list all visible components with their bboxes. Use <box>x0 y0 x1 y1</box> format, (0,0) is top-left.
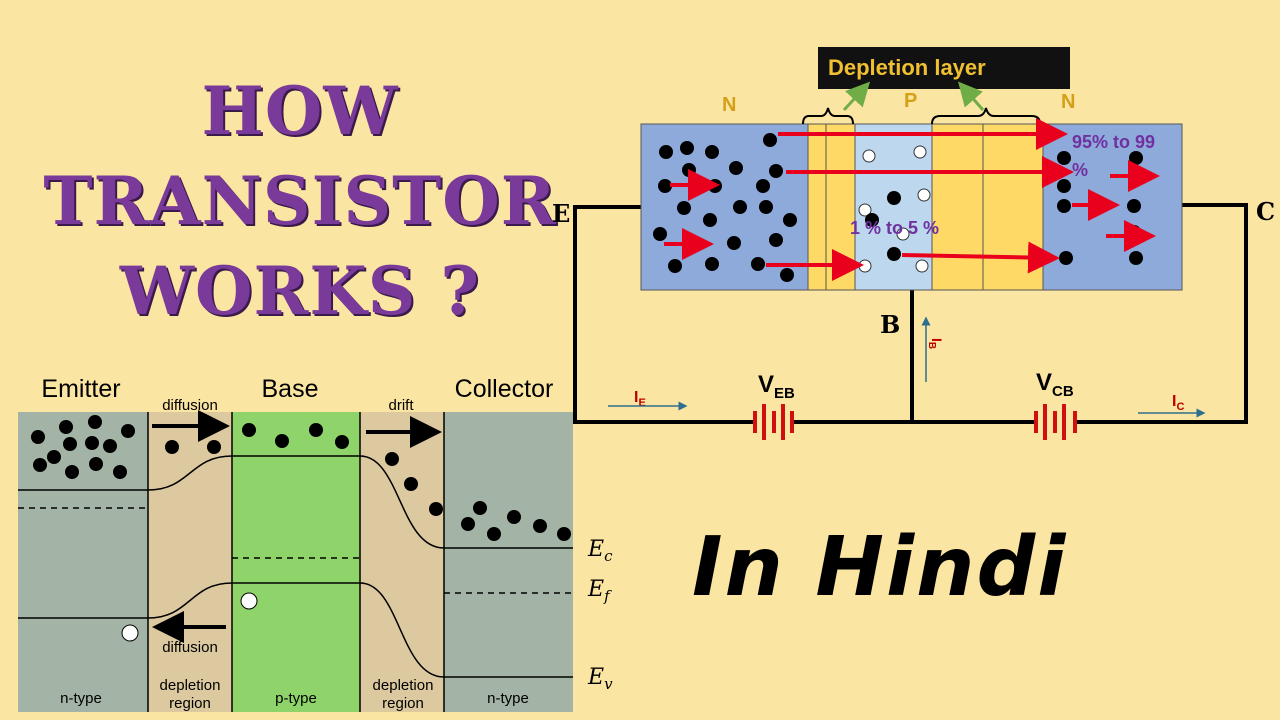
band-bottom-depletion-left-2: region <box>169 695 211 712</box>
emitter-electrons <box>653 133 797 282</box>
title-line-1: HOW <box>201 72 399 150</box>
current-ie: IE <box>608 389 688 411</box>
band-emitter-region <box>18 412 148 712</box>
svg-text:IB: IB <box>926 338 945 349</box>
depletion-right <box>931 123 1044 291</box>
band-base-region <box>232 412 360 712</box>
percent-collector-suffix: % <box>1072 160 1088 180</box>
band-diagram: Emitter Base Collector diffusion drift d… <box>18 375 613 712</box>
subtitle-in-hindi: In Hindi <box>692 520 1068 615</box>
band-bottom-n-type-left: n-type <box>60 690 102 707</box>
band-bottom-p-type: p-type <box>275 690 317 707</box>
terminal-b: B <box>880 310 900 339</box>
band-electrons <box>31 415 571 541</box>
brace-left <box>802 107 854 125</box>
current-ic: IC <box>1138 393 1206 418</box>
band-bottom-depletion-right-1: depletion <box>373 677 434 694</box>
band-bottom-depletion-right-2: region <box>382 695 424 712</box>
terminal-e: E <box>552 199 570 228</box>
brace-right <box>931 107 1041 125</box>
band-depletion-right <box>360 412 444 712</box>
conduction-band <box>18 455 573 549</box>
region-label-p: P <box>904 90 917 112</box>
energy-ec: Ec <box>587 537 613 565</box>
region-label-n-right: N <box>1061 91 1075 113</box>
energy-ev: Ev <box>587 665 613 693</box>
svg-text:IC: IC <box>1172 393 1184 413</box>
base-carriers <box>858 145 931 273</box>
energy-ef: Ef <box>587 577 612 605</box>
percent-base: 1 % to 5 % <box>850 218 939 238</box>
band-bottom-depletion-left-1: depletion <box>160 677 221 694</box>
battery-vcb: VCB <box>1034 369 1077 440</box>
terminal-c: C <box>1256 197 1275 226</box>
band-depletion-left <box>148 412 232 712</box>
band-hole-base <box>240 592 258 610</box>
band-label-drift: drift <box>388 397 414 414</box>
title-line-2: TRANSISTOR <box>43 162 557 240</box>
battery-veb: VEB <box>753 371 795 440</box>
svg-text:VEB: VEB <box>758 371 795 402</box>
band-label-diffusion-bottom: diffusion <box>162 639 218 656</box>
band-hole-emitter <box>121 624 139 642</box>
valence-band <box>18 582 573 678</box>
band-bottom-n-type-right: n-type <box>487 690 529 707</box>
region-label-n-left: N <box>722 94 736 116</box>
band-collector-region <box>444 412 573 712</box>
band-label-collector: Collector <box>455 375 554 403</box>
percent-collector: 95% to 99 <box>1072 132 1155 152</box>
current-ib: IB <box>921 316 945 382</box>
band-label-diffusion-top: diffusion <box>162 397 218 414</box>
band-label-emitter: Emitter <box>41 375 120 403</box>
depletion-label: Depletion layer <box>828 55 986 80</box>
wire-emitter <box>573 205 755 424</box>
svg-text:IE: IE <box>634 389 646 409</box>
wire-collector <box>1075 203 1248 424</box>
title-line-3: WORKS ? <box>119 252 481 330</box>
svg-text:VCB: VCB <box>1036 369 1074 400</box>
electron-flow-arrows <box>664 118 1160 281</box>
band-label-base: Base <box>262 375 319 403</box>
transistor-diagram: Depletion layer N P N E C B <box>552 47 1275 440</box>
